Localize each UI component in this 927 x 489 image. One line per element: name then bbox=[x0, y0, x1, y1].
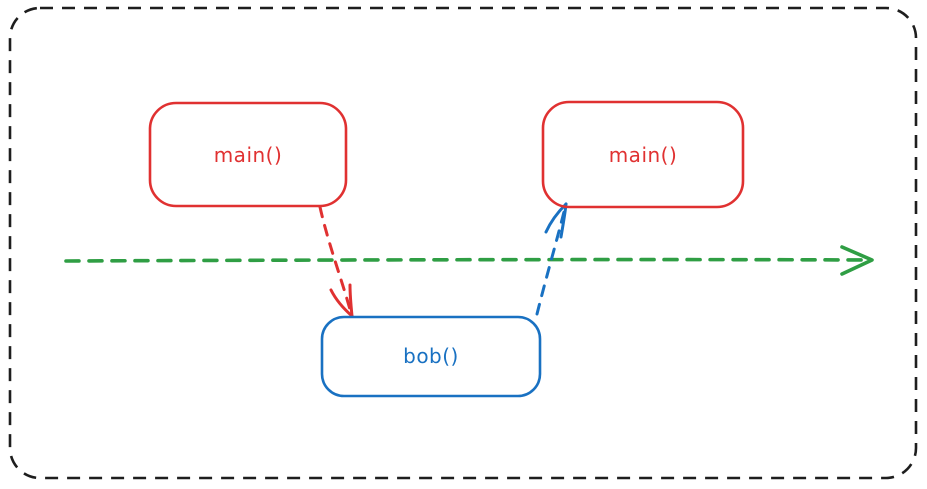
node-bob-label: bob() bbox=[403, 344, 459, 368]
node-main-left-label: main() bbox=[214, 143, 283, 167]
edge-call-arrowhead-right bbox=[348, 283, 354, 318]
node-main-right-box bbox=[541, 100, 745, 209]
timeline-arrow-line bbox=[64, 257, 870, 263]
edge-call-line bbox=[318, 205, 353, 315]
canvas-frame-border bbox=[8, 6, 918, 480]
edge-call-main-to-bob bbox=[318, 205, 354, 318]
timeline-arrow bbox=[64, 245, 874, 276]
node-main-left: main() bbox=[148, 101, 348, 208]
node-main-right-label: main() bbox=[609, 143, 678, 167]
node-bob: bob() bbox=[320, 315, 542, 398]
node-bob-box bbox=[320, 315, 542, 398]
node-main-right: main() bbox=[541, 100, 745, 209]
node-main-left-box bbox=[148, 101, 348, 208]
timeline-arrowhead-icon bbox=[840, 245, 874, 276]
edge-return-line bbox=[535, 206, 567, 316]
edge-call-arrowhead-left bbox=[329, 288, 354, 318]
